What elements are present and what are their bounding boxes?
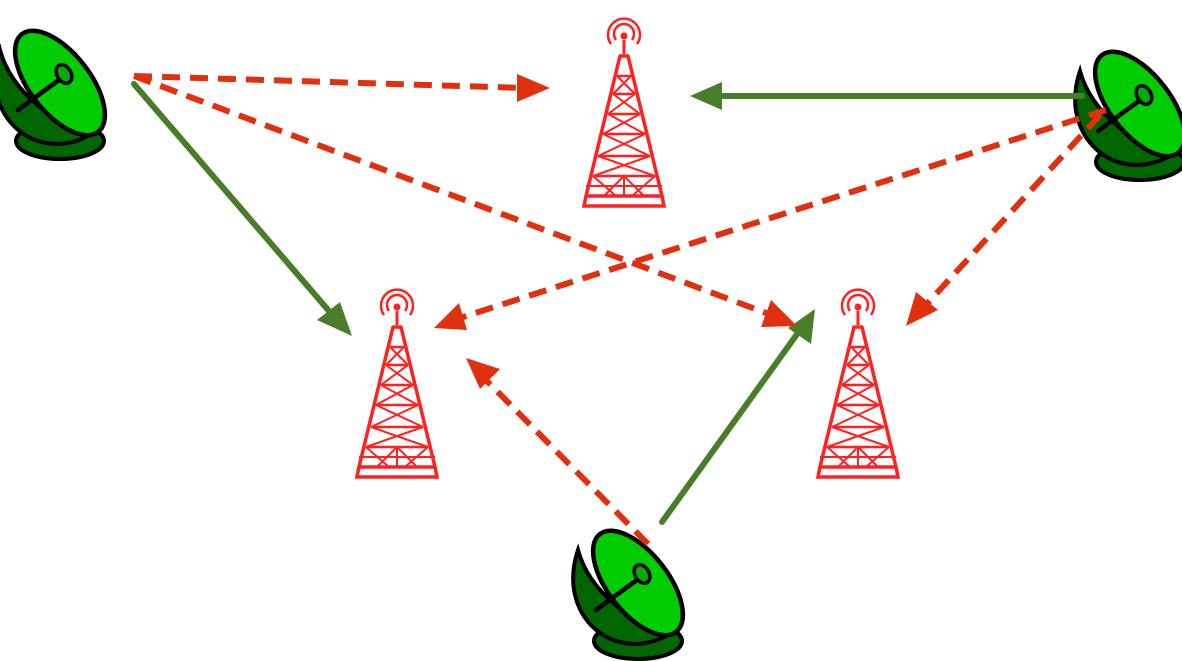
tower-right-icon	[816, 287, 900, 479]
link-dashed-topright-to-left-tower	[459, 107, 1107, 321]
arrowhead-dashed	[761, 300, 797, 327]
link-dashed-topleft-to-right-tower	[132, 73, 776, 319]
link-dashed-topleft-to-top-tower	[133, 73, 526, 91]
arrowhead-dashed	[434, 303, 467, 330]
tower-left-icon	[355, 287, 439, 479]
arrowhead-solid	[317, 302, 352, 336]
link-solid-bottom-to-right-tower	[659, 327, 803, 525]
link-dashed-topright-to-right-tower	[922, 112, 1103, 309]
dish-bottom-icon	[573, 516, 700, 659]
arrowhead-dashed	[517, 74, 550, 102]
tower-top-icon	[582, 16, 666, 208]
dish-top-left-icon	[0, 16, 122, 159]
arrowhead-solid	[690, 82, 722, 110]
arrowhead-dashed	[906, 292, 938, 326]
arrowhead-dashed	[466, 358, 500, 389]
dish-top-right-icon	[1075, 37, 1182, 180]
link-solid-topleft-to-left-tower	[131, 81, 338, 321]
link-dashed-bottom-to-left-tower	[481, 375, 651, 547]
arrowhead-solid	[788, 309, 815, 344]
